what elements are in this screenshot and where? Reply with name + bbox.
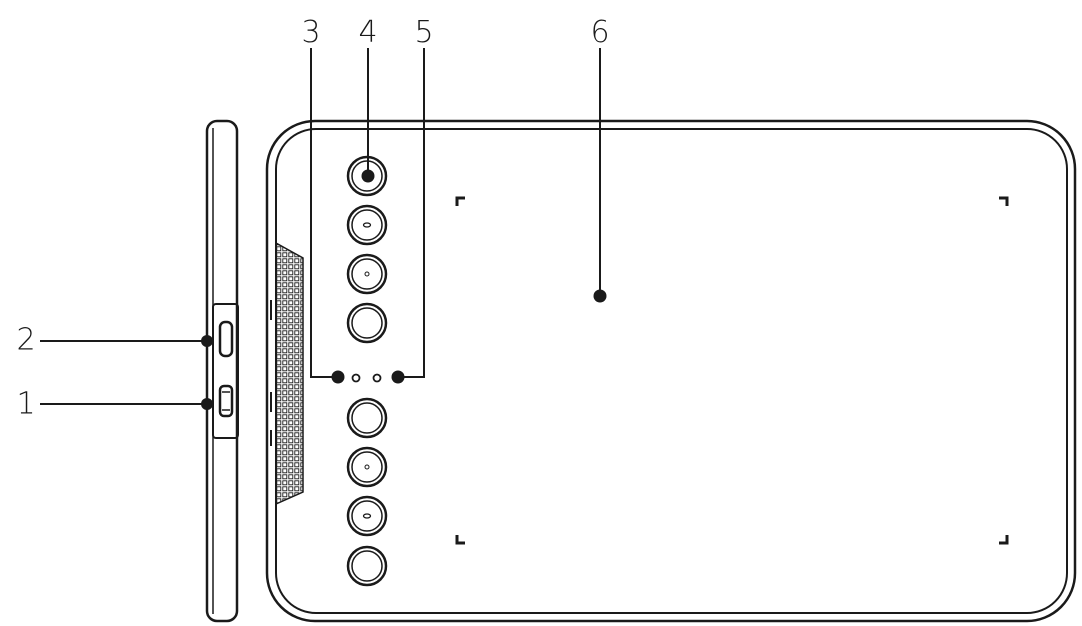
indicator-light-right xyxy=(372,373,382,383)
tablet-side-view xyxy=(205,119,239,623)
side-port-recess xyxy=(212,303,239,439)
working-area-corners xyxy=(455,196,1009,545)
express-key-3 xyxy=(346,253,388,295)
callout-label-6: 6 xyxy=(590,15,609,50)
callout-leaders xyxy=(40,48,607,410)
indicator-light-left xyxy=(351,373,361,383)
express-key-4 xyxy=(346,302,388,344)
tablet-front-view xyxy=(265,119,1077,623)
callout-label-4: 4 xyxy=(358,15,377,50)
callout-label-3: 3 xyxy=(301,15,320,50)
callout-label-1: 1 xyxy=(16,387,35,422)
tablet-body-outer xyxy=(265,119,1077,623)
callout-label-2: 2 xyxy=(16,323,35,358)
power-switch xyxy=(218,384,234,418)
tablet-body-inner xyxy=(275,128,1068,614)
express-key-7 xyxy=(346,495,388,537)
express-keys xyxy=(346,155,388,587)
usb-port xyxy=(218,320,234,358)
express-key-8 xyxy=(346,545,388,587)
express-key-5 xyxy=(346,397,388,439)
callout-label-5: 5 xyxy=(414,15,433,50)
side-profile-outer xyxy=(205,119,239,623)
grip-texture xyxy=(275,241,304,506)
express-key-2 xyxy=(346,204,388,246)
express-key-6 xyxy=(346,446,388,488)
